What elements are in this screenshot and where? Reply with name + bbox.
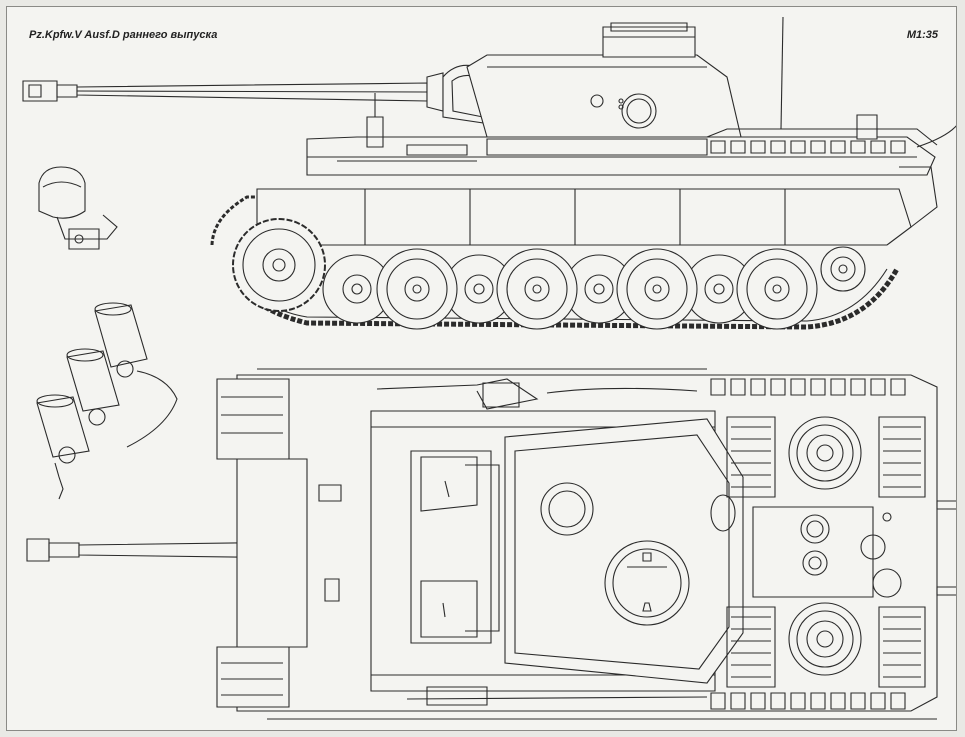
side-gun-barrel	[23, 81, 427, 101]
road-wheels	[323, 247, 865, 329]
detail-periscope	[39, 167, 117, 249]
drawing-title: Pz.Kpfw.V Ausf.D раннего выпуска	[29, 29, 218, 41]
side-view	[23, 17, 957, 329]
technical-drawing	[7, 7, 957, 731]
top-view	[27, 369, 957, 719]
top-turret	[505, 419, 743, 683]
antenna	[781, 17, 783, 129]
top-view-track-links	[711, 379, 905, 709]
spare-track-links	[711, 141, 905, 153]
side-upper-hull	[307, 93, 957, 175]
detail-smoke-dischargers	[37, 303, 177, 499]
scale-label: M1:35	[906, 29, 938, 41]
drawing-sheet: Pz.Kpfw.V Ausf.D раннего выпуска M1:35	[6, 6, 957, 731]
side-turret	[427, 23, 741, 137]
engine-deck	[727, 417, 925, 687]
side-lower-hull	[257, 167, 937, 245]
drive-sprocket	[233, 219, 325, 311]
